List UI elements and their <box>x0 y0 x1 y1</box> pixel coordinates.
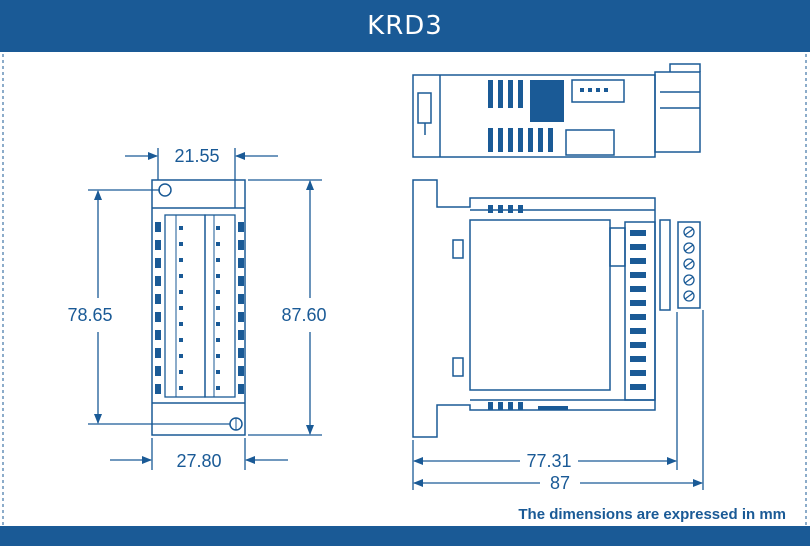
footer-bar <box>0 526 810 546</box>
front-terminals <box>155 222 244 394</box>
top-view <box>412 63 701 158</box>
dim-front-top-width: 21.55 <box>174 146 219 166</box>
dim-front-height-outer: 87.60 <box>281 305 326 325</box>
dashed-frame <box>2 54 807 526</box>
front-view <box>151 179 246 436</box>
front-dimension-lines <box>88 148 322 470</box>
dim-front-bottom-width: 27.80 <box>176 451 221 471</box>
side-screws <box>683 226 695 302</box>
units-note: The dimensions are expressed in mm <box>518 506 786 523</box>
side-terminals <box>488 205 646 410</box>
side-view <box>412 179 701 438</box>
dim-side-depth-outer: 87 <box>550 473 570 493</box>
title-banner: KRD3 <box>0 0 810 52</box>
diagram-title: KRD3 <box>367 11 443 41</box>
side-dimension-lines <box>412 310 704 490</box>
dim-front-height-inner: 78.65 <box>67 305 112 325</box>
top-vents <box>488 80 608 152</box>
dim-side-depth-inner: 77.31 <box>526 451 571 471</box>
